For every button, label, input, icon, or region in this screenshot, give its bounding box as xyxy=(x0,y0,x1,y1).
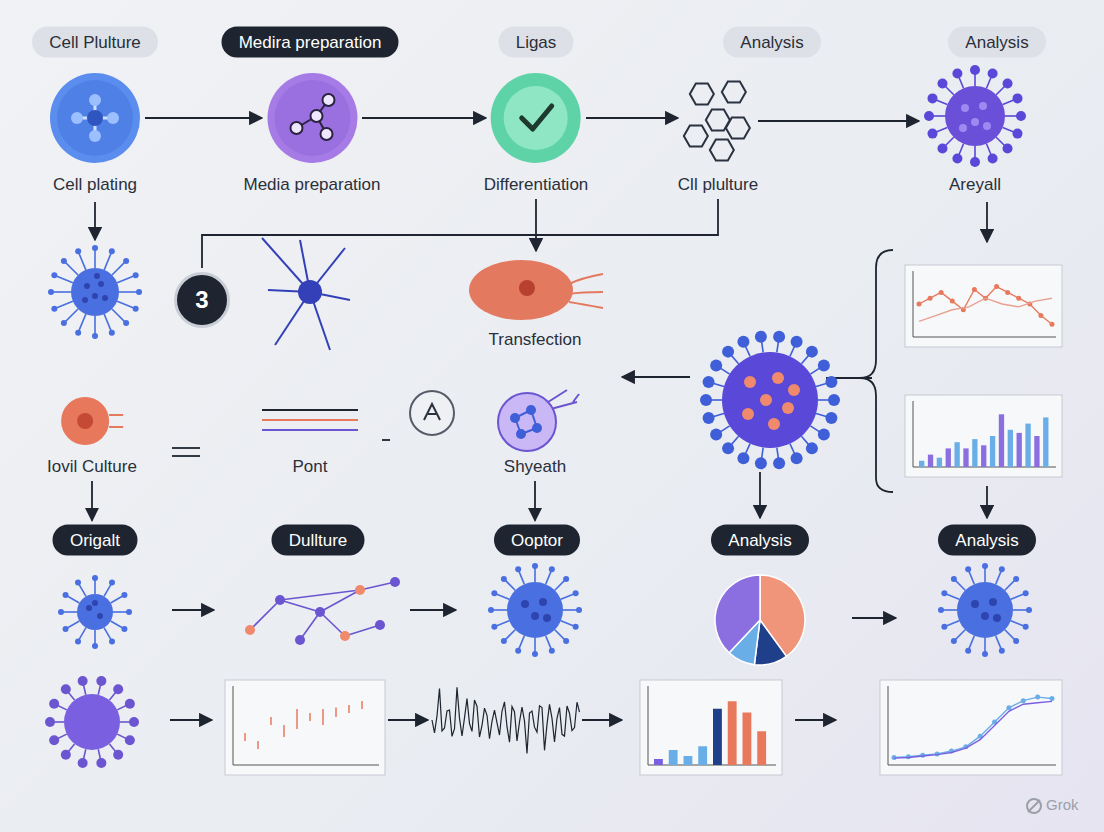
step-title: Ooptor xyxy=(511,530,563,550)
chart-figure xyxy=(225,680,385,775)
step-title: Analysis xyxy=(728,530,791,550)
step-icon: Cll plulture xyxy=(678,78,758,195)
step-label: Cll plulture xyxy=(678,175,758,195)
cell-figure xyxy=(938,563,1032,657)
flow-arrow xyxy=(145,117,262,119)
step-label: Media preparation xyxy=(243,175,380,195)
step-icon: Shyeath xyxy=(485,382,585,477)
step-pill: Ligas xyxy=(499,27,574,58)
step-pill: Cell Plulture xyxy=(32,27,158,58)
step-label: Iovil Culture xyxy=(47,457,137,477)
icon-figure xyxy=(49,72,141,164)
step-pill: Dullture xyxy=(272,525,365,556)
chart-figure xyxy=(640,680,782,775)
icon-figure xyxy=(923,64,1027,168)
icon-figure xyxy=(682,78,754,164)
step-pill: Ooptor xyxy=(494,525,580,556)
step-label: Shyeath xyxy=(504,457,566,477)
flow-arrow xyxy=(202,199,718,268)
step-pill: Origalt xyxy=(53,525,138,556)
step-title: Medira preparation xyxy=(239,32,382,52)
step-icon: Iovil Culture xyxy=(47,395,137,477)
step-title: Origalt xyxy=(70,530,120,550)
step-number: 3 xyxy=(174,272,230,328)
icon-figure xyxy=(59,395,125,447)
chart-figure xyxy=(905,395,1062,477)
step-icon: Differentiation xyxy=(484,72,589,195)
step-icon: Cell plating xyxy=(49,72,141,195)
icon-figure xyxy=(465,255,605,325)
virus-figure xyxy=(700,331,840,470)
step-title: Analysis xyxy=(965,32,1028,52)
icon-figure xyxy=(260,400,360,440)
step-title: Dullture xyxy=(289,530,348,550)
step-icon: Areyall xyxy=(923,64,1027,195)
neuron-figure xyxy=(48,245,142,339)
step-pill: Medira preparation xyxy=(222,27,399,58)
step-icon: Transfection xyxy=(465,255,605,350)
step-label: Pont xyxy=(293,457,328,477)
step-pill: Analysis xyxy=(938,525,1036,556)
chart-figure xyxy=(905,265,1062,347)
virus-figure xyxy=(45,676,139,768)
step-pill: Analysis xyxy=(948,27,1046,58)
icon-figure xyxy=(266,72,358,164)
step-label: Areyall xyxy=(949,175,1001,195)
step-title: Analysis xyxy=(740,32,803,52)
step-title: Cell Plulture xyxy=(49,32,141,52)
icon-figure xyxy=(485,382,585,454)
waveform xyxy=(432,687,580,753)
icon-figure xyxy=(490,72,582,164)
step-icon: Media preparation xyxy=(243,72,380,195)
step-label: Cell plating xyxy=(53,175,137,195)
network-figure xyxy=(245,577,400,645)
cell-figure xyxy=(488,563,582,657)
cell-figure xyxy=(58,575,132,649)
callout-number: 3 xyxy=(195,286,208,314)
pie-chart xyxy=(715,575,805,665)
step-pill: Analysis xyxy=(711,525,809,556)
neuron-figure xyxy=(262,238,350,350)
flow-arrow xyxy=(535,199,537,251)
flow-arrow xyxy=(362,117,486,119)
flow-arrow xyxy=(91,481,93,521)
step-label: Differentiation xyxy=(484,175,589,195)
step-pill: Analysis xyxy=(723,27,821,58)
flow-arrow xyxy=(586,117,678,119)
watermark: Grok xyxy=(1046,796,1079,813)
step-icon: Pont xyxy=(260,400,360,477)
flow-arrow xyxy=(534,481,536,521)
step-title: Analysis xyxy=(955,530,1018,550)
flow-arrow xyxy=(758,120,919,122)
step-title: Ligas xyxy=(516,32,557,52)
step-label: Transfection xyxy=(489,330,582,350)
chart-figure xyxy=(880,680,1062,775)
